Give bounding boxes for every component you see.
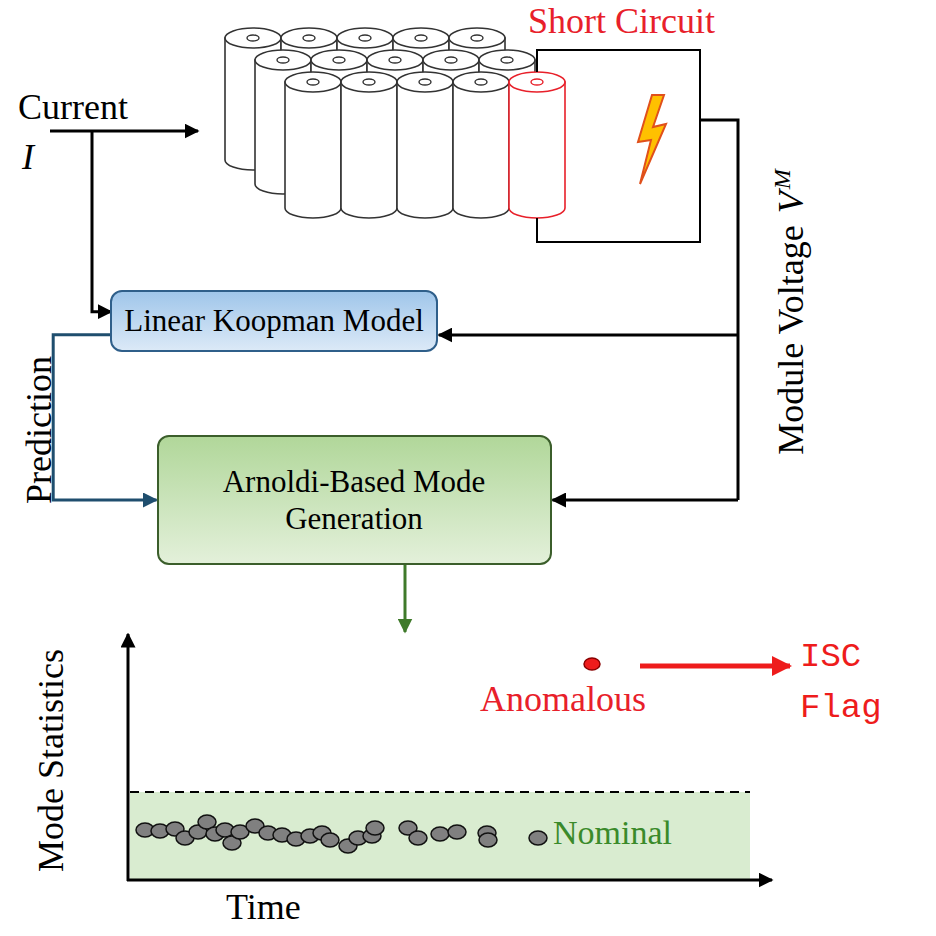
threshold-line bbox=[130, 791, 750, 793]
process-box: Linear Koopman Model bbox=[110, 290, 438, 352]
anomalous-point bbox=[584, 658, 600, 670]
voltage-arrow bbox=[553, 499, 739, 502]
region-label: Nominal bbox=[553, 814, 672, 851]
output-arrow bbox=[404, 565, 407, 632]
mode-point bbox=[529, 831, 547, 845]
battery-cell bbox=[397, 72, 453, 218]
lightning-symbol bbox=[638, 95, 666, 184]
voltage-wire bbox=[700, 120, 738, 500]
mode-point bbox=[479, 833, 497, 847]
short-circuit-wire bbox=[537, 50, 700, 242]
input-label: Current bbox=[18, 88, 128, 128]
battery-module bbox=[225, 28, 565, 218]
current-branch bbox=[92, 131, 111, 312]
process-box: Arnoldi-Based Mode Generation bbox=[157, 435, 552, 565]
mode-point bbox=[409, 831, 427, 845]
point-label: Anomalous bbox=[480, 680, 646, 720]
axis-label: Mode Statistics bbox=[32, 632, 72, 872]
signal-label: Prediction bbox=[20, 356, 60, 504]
x-axis bbox=[127, 879, 772, 882]
flag-arrow bbox=[640, 664, 790, 669]
box-label: Arnoldi-Based Mode Generation bbox=[179, 463, 529, 537]
superscript-label: M bbox=[769, 169, 795, 189]
symbol-label: I bbox=[22, 138, 34, 178]
signal-label: Module Voltage bbox=[771, 225, 811, 455]
mode-point bbox=[431, 827, 449, 841]
box-label: Linear Koopman Model bbox=[124, 302, 424, 339]
nominal-band bbox=[130, 792, 750, 879]
y-axis bbox=[127, 634, 130, 881]
fault-label: Short Circuit bbox=[528, 2, 715, 42]
battery-cell bbox=[509, 72, 565, 218]
axis-label: Time bbox=[226, 888, 301, 928]
mode-point bbox=[321, 833, 339, 847]
prediction-connector bbox=[53, 335, 156, 500]
signal-label-group: Module Voltage VM bbox=[769, 169, 812, 455]
battery-cell bbox=[341, 72, 397, 218]
current-wire bbox=[50, 130, 198, 133]
flag-label: ISC Flag bbox=[800, 632, 895, 734]
mode-point bbox=[448, 825, 466, 839]
voltage-arrow bbox=[439, 334, 738, 337]
battery-cell bbox=[453, 72, 509, 218]
nominal-points bbox=[136, 815, 547, 853]
symbol-label: V bbox=[771, 191, 811, 213]
signal-wires bbox=[92, 120, 738, 632]
mode-point bbox=[366, 821, 384, 835]
battery-cell bbox=[285, 72, 341, 218]
